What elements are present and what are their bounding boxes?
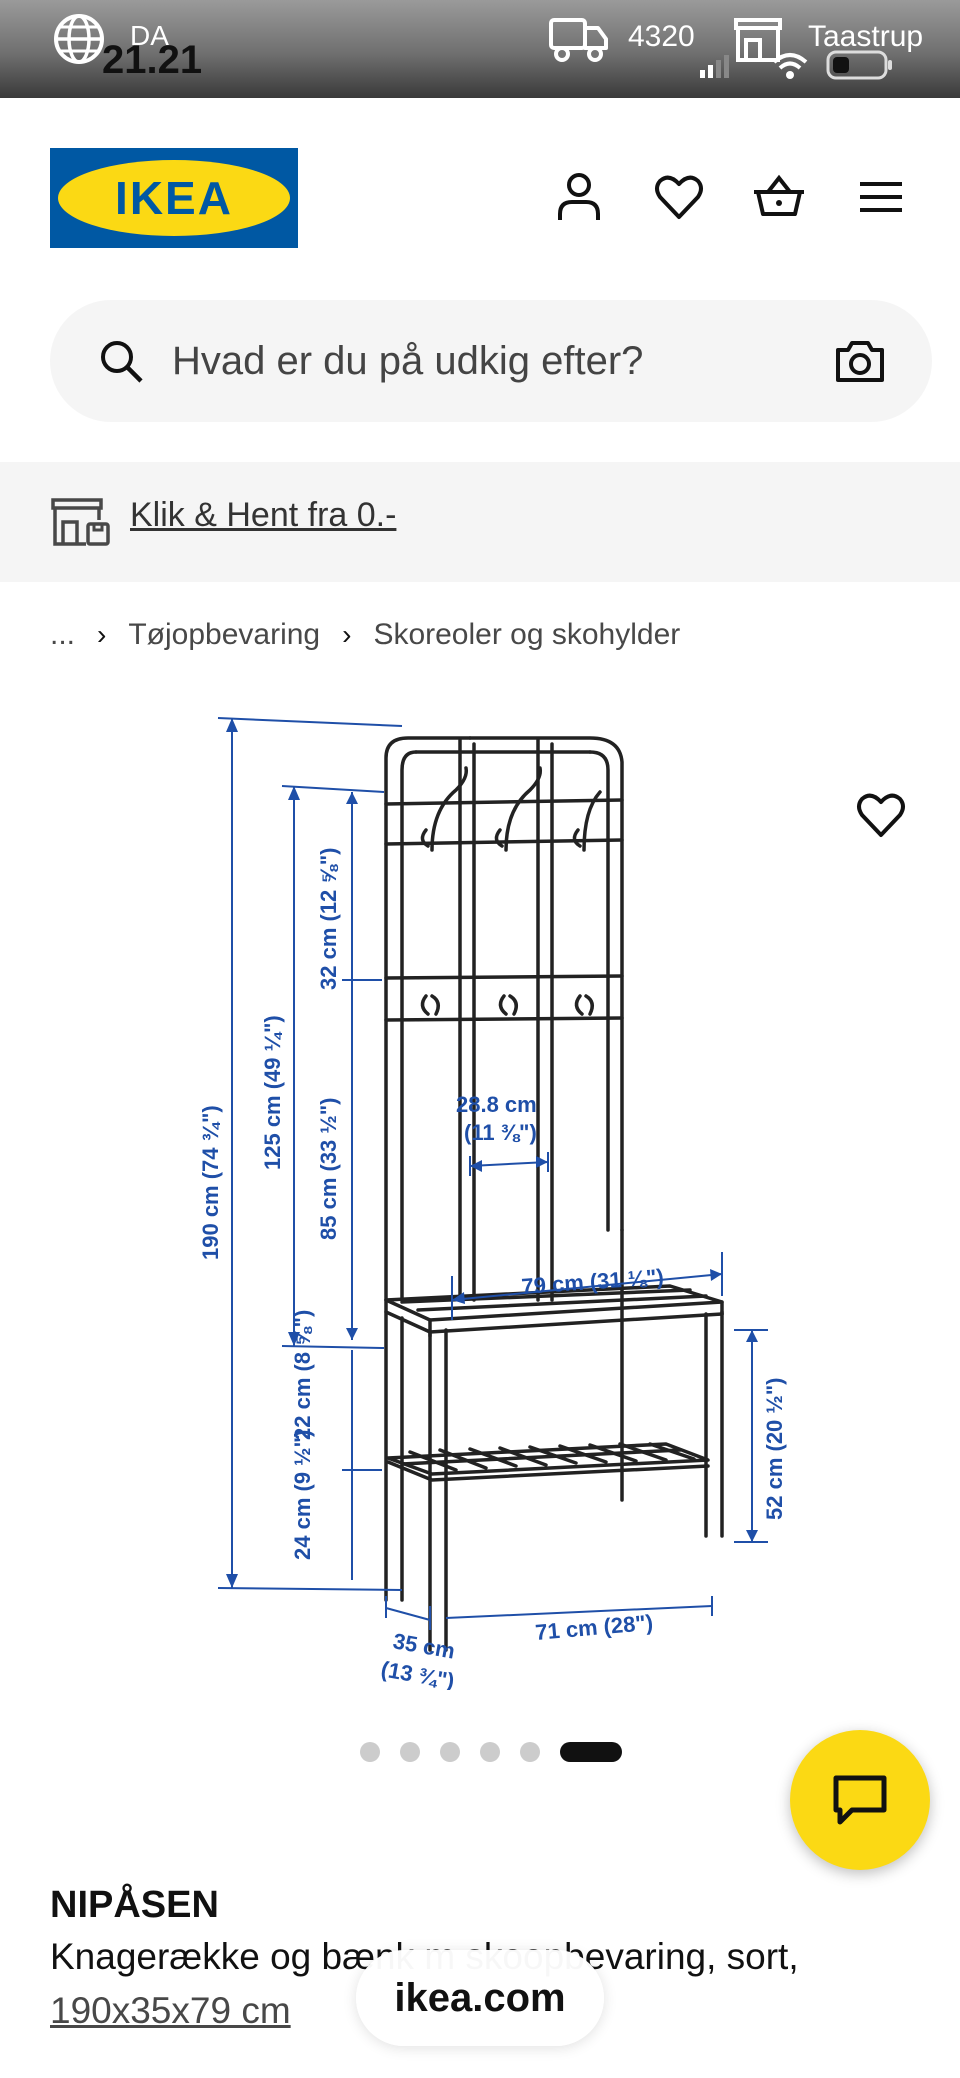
search-bar[interactable]: [50, 300, 932, 422]
product-name: NIPÅSEN: [50, 1884, 219, 1926]
ikea-logo[interactable]: IKEA: [50, 148, 298, 248]
chat-button[interactable]: [790, 1730, 930, 1870]
store-icon: [734, 18, 782, 62]
breadcrumb: ... › Tøjopbevaring › Skoreoler og skohy…: [50, 612, 680, 658]
store-name: Taastrup: [808, 20, 924, 53]
language-label: DA: [130, 20, 169, 51]
product-size-link[interactable]: 190x35x79 cm: [50, 1990, 291, 2031]
store-pickup-icon: [51, 498, 110, 546]
heart-icon[interactable]: [652, 170, 706, 224]
battery-icon: [826, 50, 892, 80]
svg-text:IKEA: IKEA: [115, 172, 233, 224]
label-panel-to-bench: 85 cm (33 ½"): [316, 1097, 341, 1240]
globe-icon: [54, 14, 104, 64]
browser-url-pill[interactable]: ikea.com: [356, 1950, 604, 2046]
search-icon[interactable]: [98, 338, 144, 384]
click-collect-banner: Klik & Hent fra 0.-: [0, 462, 960, 582]
chevron-right-icon: ›: [342, 619, 352, 650]
label-bench-width: 79 cm (31 ⅛"): [521, 1264, 665, 1299]
label-shelf-height: 24 cm (9 ½"): [290, 1430, 315, 1560]
label-hook-spacing: 32 cm (12 ⅝"): [316, 847, 341, 990]
menu-icon[interactable]: [854, 170, 908, 224]
signal-icon: [700, 55, 729, 78]
label-inner-width-inches: (11 ⅜"): [464, 1120, 537, 1145]
delivery-truck-icon: [549, 18, 608, 62]
label-base-width: 71 cm (28"): [534, 1610, 654, 1645]
clock: 21.21: [102, 38, 203, 82]
product-dimension-drawing[interactable]: 190 cm (74 ¾") 125 cm (49 ¼") 32 cm (12 …: [170, 700, 790, 1690]
breadcrumb-item-clothes-storage[interactable]: Tøjopbevaring: [128, 618, 321, 651]
carousel-dot-active[interactable]: [560, 1742, 622, 1762]
search-input[interactable]: [170, 330, 850, 392]
label-bench-height: 52 cm (20 ½"): [762, 1377, 787, 1520]
carousel-dot[interactable]: [480, 1742, 500, 1762]
click-collect-link[interactable]: Klik & Hent fra 0.-: [130, 496, 397, 534]
label-total-height: 190 cm (74 ¾"): [198, 1105, 223, 1260]
add-to-wishlist-heart-icon[interactable]: [854, 790, 908, 840]
label-bench-gap: 22 cm (8 ⅝"): [290, 1310, 315, 1440]
carousel-dot[interactable]: [520, 1742, 540, 1762]
breadcrumb-item-shoe-racks[interactable]: Skoreoler og skohylder: [373, 618, 681, 651]
furniture-line-drawing: [384, 736, 724, 1652]
breadcrumb-ellipsis[interactable]: ...: [50, 618, 76, 651]
chevron-right-icon: ›: [97, 619, 107, 650]
label-inner-width: 28.8 cm: [456, 1092, 537, 1117]
basket-icon[interactable]: [752, 170, 806, 224]
carousel-dot[interactable]: [360, 1742, 380, 1762]
carousel-dot[interactable]: [400, 1742, 420, 1762]
image-carousel-dots: [360, 1740, 622, 1764]
wifi-icon: [772, 53, 808, 79]
camera-icon[interactable]: [834, 336, 886, 384]
carousel-dot[interactable]: [440, 1742, 460, 1762]
status-bar: DA 21.21 4320 Taastrup: [0, 0, 960, 98]
chat-bubble-icon: [833, 1775, 887, 1825]
site-header: IKEA: [0, 98, 960, 278]
dimension-lines: [217, 717, 768, 1630]
dimension-labels: 190 cm (74 ¾") 125 cm (49 ¼") 32 cm (12 …: [198, 847, 787, 1690]
profile-icon[interactable]: [552, 170, 606, 224]
label-hooks-height: 125 cm (49 ¼"): [260, 1015, 285, 1170]
postal-code: 4320: [628, 20, 695, 53]
